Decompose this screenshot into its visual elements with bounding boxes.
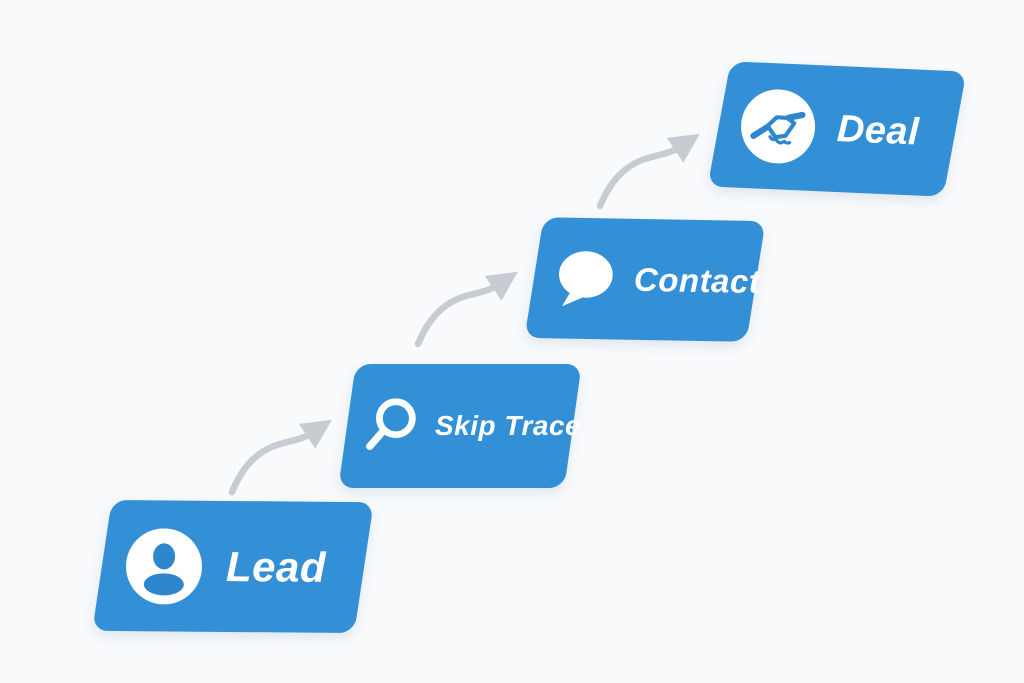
- search-icon: [361, 395, 423, 457]
- step-label-contact: Contact: [633, 260, 761, 300]
- step-label-lead: Lead: [225, 542, 327, 591]
- step-card-deal: Deal: [707, 61, 967, 197]
- step-label-skip-trace: Skip Trace: [435, 410, 582, 441]
- handshake-icon: [739, 88, 816, 165]
- speech-bubble-icon: [549, 245, 618, 312]
- arrow-skiptrace-to-contact: [414, 271, 518, 348]
- arrow-lead-to-skiptrace: [228, 419, 332, 496]
- step-card-contact: Contact: [524, 217, 766, 342]
- step-card-skip-trace: Skip Trace: [338, 364, 582, 488]
- arrow-contact-to-deal: [596, 133, 700, 210]
- user-icon: [126, 527, 203, 605]
- step-card-lead: Lead: [92, 499, 374, 634]
- step-label-deal: Deal: [836, 107, 921, 154]
